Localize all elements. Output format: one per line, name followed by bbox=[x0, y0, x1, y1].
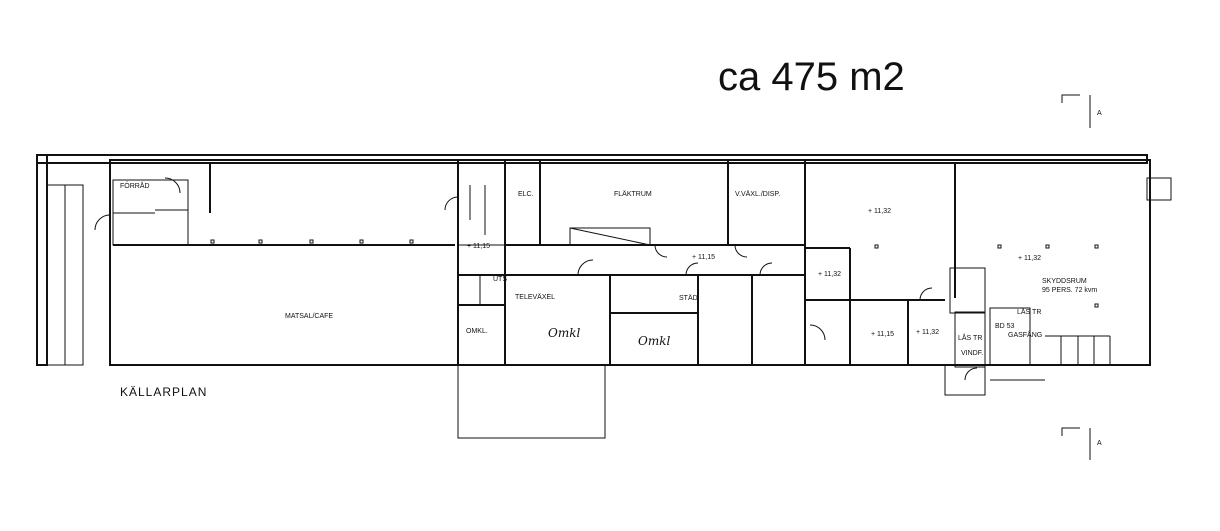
columns bbox=[210, 239, 1099, 308]
level-label: + 11,32 bbox=[1018, 255, 1041, 262]
room-label-flaktrum: FLÄKTRUM bbox=[614, 190, 652, 198]
svg-text:A: A bbox=[1097, 440, 1102, 447]
room-label-vaxl: V.VÄXL./DISP. bbox=[735, 190, 780, 198]
level-label: + 11,15 bbox=[871, 331, 894, 338]
label-bd: BD 53 bbox=[995, 323, 1015, 330]
section-marker-bottom: A bbox=[1061, 427, 1102, 460]
room-label-stad: STÄD bbox=[679, 294, 698, 302]
room-label-matsal: MATSAL/CAFE bbox=[285, 313, 333, 320]
room-label-vindf: VINDF. bbox=[961, 350, 983, 357]
room-label-skyddsrum-capacity: 95 PERS. 72 kvm bbox=[1042, 287, 1097, 294]
label-las-tr-2: LÅS TR bbox=[1017, 307, 1041, 316]
handwritten-omkl-1: Omkl bbox=[548, 326, 580, 340]
level-label: + 11,32 bbox=[818, 271, 841, 278]
area-label: ca 475 m2 bbox=[718, 55, 905, 99]
level-label: + 11,32 bbox=[868, 208, 891, 215]
svg-text:A: A bbox=[1097, 110, 1102, 117]
room-label-elc: ELC. bbox=[518, 191, 534, 198]
room-label-skyddsrum: SKYDDSRUM bbox=[1042, 278, 1087, 285]
level-label: + 11,32 bbox=[916, 329, 939, 336]
handwritten-omkl-2: Omkl bbox=[638, 334, 670, 348]
room-label-uts: UTS bbox=[493, 276, 507, 283]
room-label-gasfang: GASFÅNG bbox=[1008, 330, 1042, 339]
doors bbox=[94, 177, 978, 381]
section-marker-top: A bbox=[1061, 94, 1102, 128]
room-label-forrad: FÖRRÅD bbox=[120, 181, 150, 190]
plan-name: KÄLLARPLAN bbox=[120, 385, 207, 399]
room-label-televaxel: TELEVÄXEL bbox=[515, 293, 555, 301]
level-label: + 11,15 bbox=[692, 254, 715, 261]
level-label: + 11,15 bbox=[467, 243, 490, 250]
label-las-tr-1: LÅS TR bbox=[958, 333, 982, 342]
room-label-omkl: OMKL. bbox=[466, 328, 488, 335]
